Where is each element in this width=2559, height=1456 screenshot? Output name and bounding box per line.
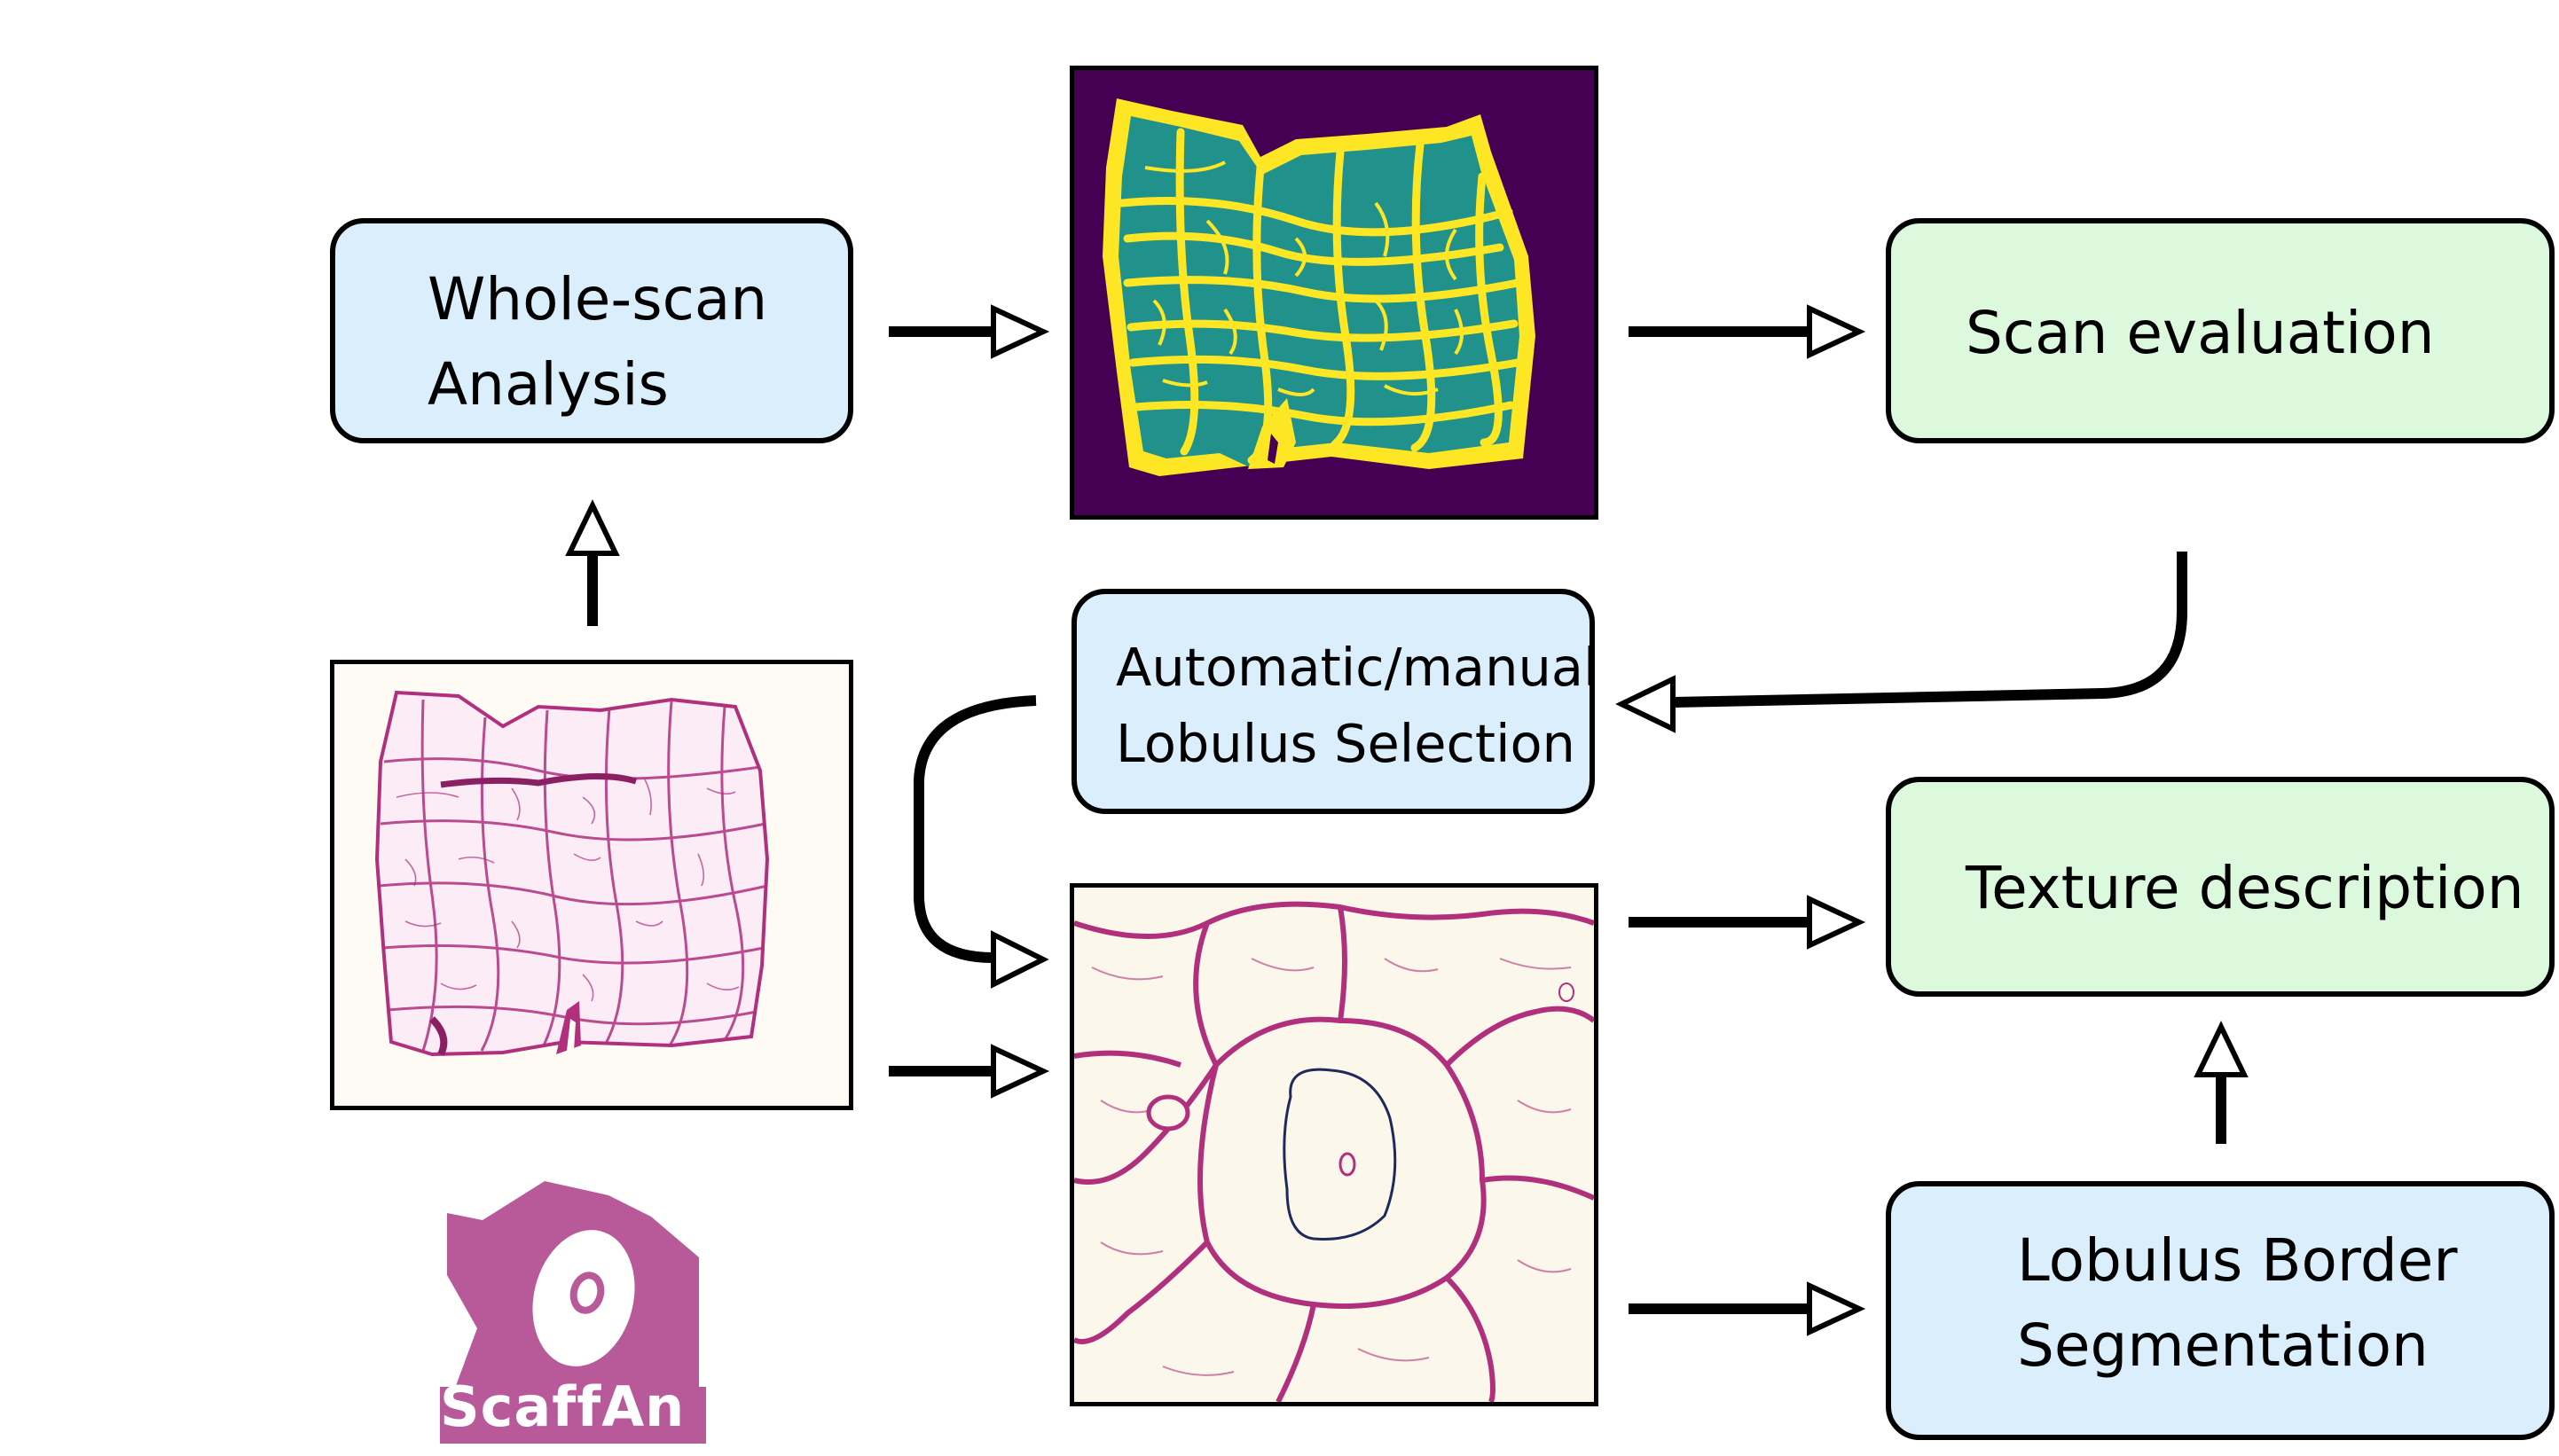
arrowhead-right	[991, 304, 1050, 359]
border-segmentation-box: Lobulus Border Segmentation	[1886, 1181, 2555, 1440]
lobulus-detail-graphic	[1074, 888, 1594, 1402]
scan-evaluation-box: Scan evaluation	[1886, 218, 2555, 443]
border-segmentation-line1: Lobulus Border	[2017, 1226, 2458, 1295]
segmentation-map-image	[1070, 66, 1598, 520]
lobulus-selection-line2: Lobulus Selection	[1116, 712, 1575, 774]
whole-tissue-image	[330, 660, 853, 1110]
arrowhead-right	[991, 930, 1049, 989]
texture-description-label: Texture description	[1966, 854, 2524, 922]
segmentation-map-graphic	[1074, 70, 1594, 515]
whole-scan-analysis-line2: Analysis	[428, 349, 669, 419]
whole-tissue-graphic	[334, 664, 849, 1106]
arrowhead-right	[1807, 1281, 1866, 1336]
arrow-selection-to-detail	[914, 695, 1037, 963]
scaffan-logo: ScaffAn	[440, 1178, 706, 1444]
scan-evaluation-label: Scan evaluation	[1966, 299, 2435, 367]
texture-description-box: Texture description	[1886, 777, 2555, 997]
whole-scan-analysis-line1: Whole-scan	[428, 265, 768, 333]
arrowhead-up	[2194, 1021, 2249, 1077]
arrowhead-left	[1615, 675, 1676, 733]
border-segmentation-line2: Segmentation	[2017, 1311, 2429, 1380]
whole-scan-analysis-box: Whole-scan Analysis	[330, 218, 853, 443]
arrowhead-right	[1807, 895, 1866, 950]
scaffan-logo-graphic	[440, 1181, 706, 1444]
arrowhead-right	[1807, 304, 1866, 359]
lobulus-selection-line1: Automatic/manual	[1116, 637, 1598, 698]
arrow-evaluation-to-selection	[1672, 552, 2187, 708]
scaffan-logo-text: ScaffAn	[440, 1374, 686, 1439]
arrowhead-right	[991, 1044, 1050, 1099]
lobulus-selection-box: Automatic/manual Lobulus Selection	[1071, 589, 1598, 814]
lobulus-detail-image	[1070, 883, 1598, 1406]
arrowhead-up	[565, 499, 620, 556]
